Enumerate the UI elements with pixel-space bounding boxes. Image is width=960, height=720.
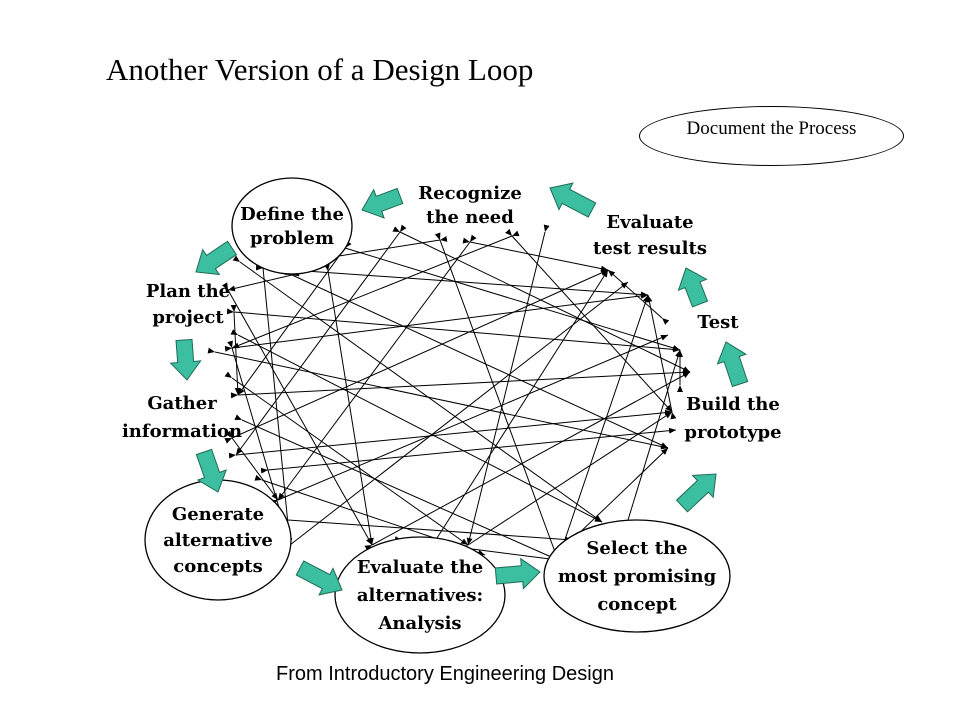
evaluate-alternatives-label-line: Evaluate the: [357, 557, 483, 578]
connector-plan-test: [226, 308, 681, 353]
recognize-label-line: the need: [426, 207, 514, 228]
connector-define-test: [337, 243, 681, 351]
evaluate-alternatives-label: Evaluate the alternatives: Analysis: [357, 557, 483, 634]
evaluate-results-label-line: test results: [593, 238, 707, 259]
select-label: Select the most promising concept: [558, 538, 717, 615]
connector-select-test: [623, 349, 681, 528]
connector-recognize-evaluate-alternatives: [466, 224, 550, 546]
connector-define-plan: [227, 270, 300, 292]
flow-arrow-evaluate-to-select: [494, 557, 541, 590]
connector-recognize-build: [505, 228, 673, 413]
connector-plan-gather: [230, 304, 241, 396]
plan-label-line: Plan the: [146, 281, 230, 302]
plan-label: Plan the project: [146, 281, 230, 328]
flow-arrow-define-to-plan: [195, 240, 238, 276]
flow-arrow-select-to-build: [675, 473, 717, 513]
document-process-label: Document the Process: [686, 118, 857, 139]
test-label: Test: [697, 312, 739, 333]
flow-arrow-build-to-test: [716, 341, 749, 388]
define-label-line: Define the: [240, 204, 344, 225]
gather-label-line: Gather: [147, 393, 217, 414]
flow-arrows: [169, 182, 749, 596]
build-label-line: prototype: [684, 422, 781, 443]
evaluate-results-label-line: Evaluate: [606, 212, 693, 233]
evaluate-alternatives-circle: [334, 536, 506, 654]
select-circle: [543, 519, 731, 633]
connector-gather-evaluate-results: [224, 269, 609, 444]
connector-plan-build: [207, 347, 669, 450]
select-label-line: most promising: [558, 566, 717, 587]
flow-arrow-gather-to-generate: [195, 448, 228, 493]
select-label-line: concept: [597, 594, 677, 615]
generate-label-line: Generate: [172, 504, 264, 525]
connector-recognize-select: [434, 232, 559, 561]
node-circles: [144, 177, 731, 654]
generate-label-line: alternative: [163, 530, 273, 551]
flow-arrow-recognize-to-define: [361, 187, 404, 219]
slide-title: Another Version of a Design Loop: [106, 52, 534, 87]
connector-generate-test: [270, 334, 669, 506]
flow-arrow-generate-to-evaluate: [295, 560, 343, 596]
define-label-line: problem: [250, 228, 334, 249]
select-label-line: Select the: [586, 538, 687, 559]
gather-label: Gather information: [122, 393, 242, 442]
connector-test-evaluate-results: [607, 269, 670, 325]
build-label-line: Build the: [686, 394, 780, 415]
recognize-label: Recognize the need: [418, 183, 522, 228]
evaluate-results-label: Evaluate test results: [593, 212, 707, 259]
build-label: Build the prototype: [684, 394, 781, 443]
evaluate-alternatives-label-line: Analysis: [377, 613, 461, 634]
connector-select-evaluate-results: [552, 294, 649, 568]
generate-label-line: concepts: [173, 556, 263, 577]
source-footer: From Introductory Engineering Design: [276, 663, 614, 685]
connector-evaluate-alternatives-test: [364, 371, 691, 551]
define-label: Define the problem: [240, 204, 344, 249]
connector-gather-test: [230, 369, 691, 399]
connector-generate-build: [260, 427, 677, 474]
evaluate-alternatives-label-line: alternatives:: [357, 585, 483, 606]
flow-arrow-test-to-evaluate-results: [677, 267, 709, 308]
document-process-oval: [639, 106, 904, 166]
recognize-label-line: Recognize: [418, 183, 522, 204]
test-label-line: Test: [697, 312, 739, 333]
flow-arrow-results-to-recognize: [549, 182, 597, 218]
define-circle: [231, 177, 353, 275]
generate-label: Generate alternative concepts: [163, 504, 273, 577]
connector-lines: [207, 224, 691, 568]
plan-label-line: project: [152, 307, 224, 328]
connector-define-build: [284, 269, 669, 449]
flow-arrow-plan-to-gather: [169, 338, 202, 381]
gather-label-line: information: [122, 421, 242, 442]
